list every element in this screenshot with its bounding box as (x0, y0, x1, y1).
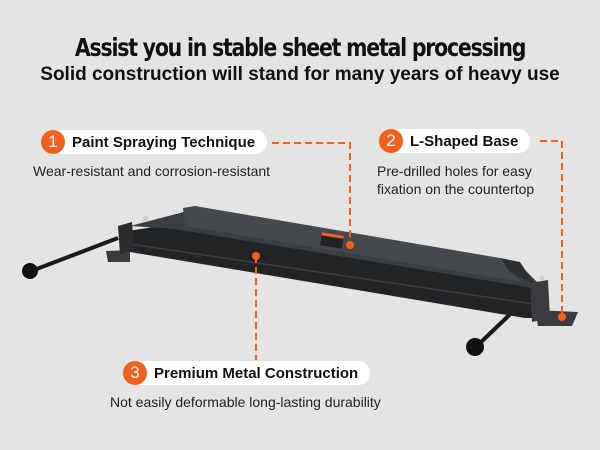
feature-label: Premium Metal Construction (154, 364, 359, 382)
feature-pill-paint-spraying: 1 Paint Spraying Technique (41, 130, 268, 154)
description-line: Pre-drilled holes for easy (377, 163, 532, 179)
page-subtitle: Solid construction will stand for many y… (40, 64, 560, 85)
feature-description: Not easily deformable long-lasting durab… (110, 394, 381, 410)
feature-pill-premium-metal: 3 Premium Metal Construction (123, 361, 371, 385)
feature-pill-l-shaped-base: 2 L-Shaped Base (379, 129, 531, 153)
description-line: fixation on the countertop (377, 181, 535, 197)
page-title: Assist you in stable sheet metal process… (74, 33, 527, 62)
feature-label: L-Shaped Base (410, 132, 519, 150)
number-badge-3: 3 (123, 361, 147, 385)
number-badge-1: 1 (41, 130, 65, 154)
feature-description: Pre-drilled holes for easy fixation on t… (377, 162, 534, 198)
feature-label: Paint Spraying Technique (72, 133, 256, 151)
feature-description: Wear-resistant and corrosion-resistant (33, 163, 271, 179)
number-badge-2: 2 (379, 129, 403, 153)
